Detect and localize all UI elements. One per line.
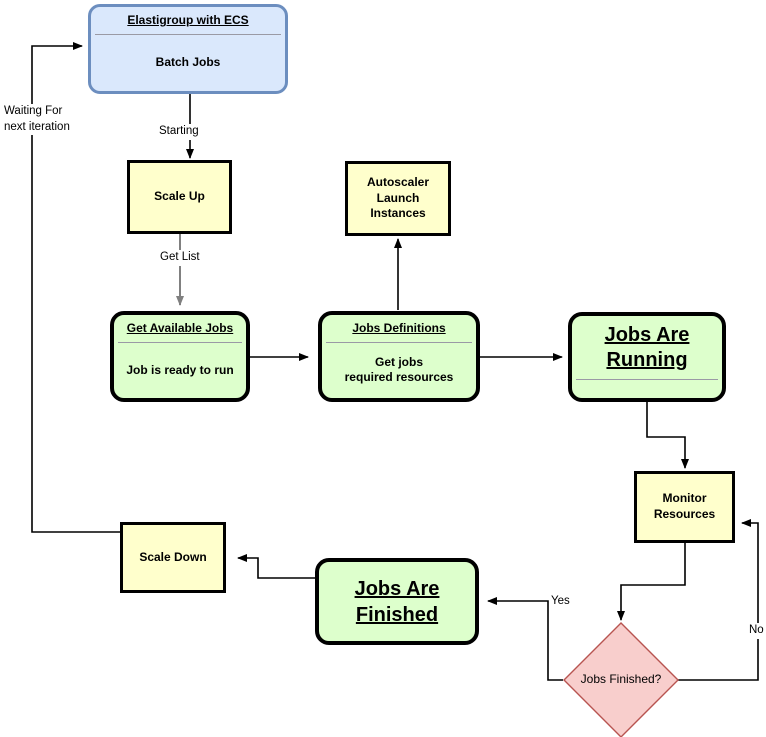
decision-label: Jobs Finished? [580,672,662,686]
node-divider [576,379,718,380]
node-jobs-definitions[interactable]: Jobs Definitions Get jobs required resou… [318,311,480,402]
node-scale-down[interactable]: Scale Down [120,522,226,593]
node-label: Autoscaler Launch Instances [366,175,430,221]
node-label: Jobs Are Finished [354,577,440,626]
edge-label-starting: Starting [157,124,201,140]
node-body: Batch Jobs [155,55,221,70]
node-jobs-are-running[interactable]: Jobs Are Running [568,312,726,402]
node-divider [95,33,281,35]
node-body: Get jobs required resources [344,354,454,385]
edge-jobs-are-finished-to-scale-down [237,554,315,579]
edge-label-yes: Yes [549,594,572,610]
node-title: Get Available Jobs [126,321,234,335]
edge-jobs-are-running-to-monitor-resources [646,402,689,469]
node-divider [326,341,472,343]
node-body [572,380,722,398]
node-label: Monitor Resources [653,491,716,521]
node-elastigroup-with-ecs[interactable]: Elastigroup with ECS Batch Jobs [88,4,288,94]
edge-decision-no-to-monitor-resources [678,519,759,681]
node-title: Elastigroup with ECS [127,13,249,27]
node-get-available-jobs[interactable]: Get Available Jobs Job is ready to run [110,311,250,402]
node-body: Job is ready to run [126,362,234,377]
edge-label-get-list: Get List [158,250,202,266]
node-jobs-are-finished[interactable]: Jobs Are Finished [315,558,479,645]
node-scale-up[interactable]: Scale Up [127,160,232,234]
edge-label-waiting-for-next-iteration: Waiting For next iteration [2,104,92,136]
edge-decision-yes-to-jobs-are-finished [487,597,563,681]
node-label: Scale Down [139,549,207,564]
edge-label-no: No [747,623,766,639]
node-title: Jobs Definitions [352,321,446,335]
node-monitor-resources[interactable]: Monitor Resources [634,471,735,543]
edge-monitor-resources-to-decision [617,543,686,621]
node-title: Jobs Are Running [604,324,690,371]
node-autoscaler-launch-instances[interactable]: Autoscaler Launch Instances [345,161,451,236]
node-divider [118,341,242,343]
node-label: Scale Up [154,189,205,204]
